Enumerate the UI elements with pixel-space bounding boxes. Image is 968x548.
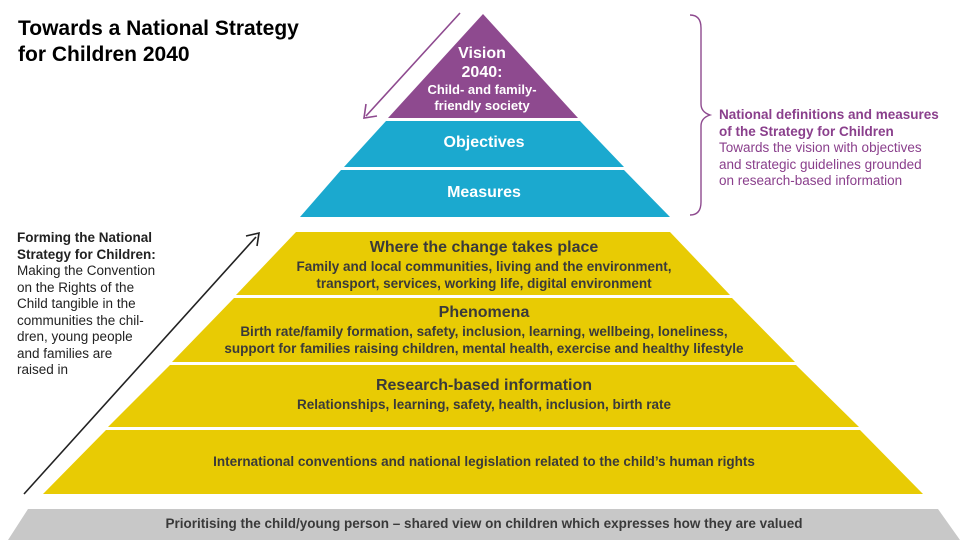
layer-vision <box>388 14 578 118</box>
right-note: National definitions and measures of the… <box>719 107 964 190</box>
conventions-line-1: International conventions and national l… <box>213 454 755 469</box>
measures-label: Measures <box>447 184 521 201</box>
left-note-line: and families are <box>17 345 113 361</box>
title-line-1: Towards a National Strategy <box>18 17 299 40</box>
left-note-line: dren, young people <box>17 329 133 344</box>
conventions-layer-text: International conventions and national l… <box>0 453 968 470</box>
layer-conventions <box>43 430 923 494</box>
layer-change <box>236 232 730 295</box>
change-line-2: transport, services, working life, digit… <box>316 276 652 291</box>
left-arrow-head <box>245 231 260 247</box>
change-line-1: Family and local communities, living and… <box>296 259 672 274</box>
left-note-line: Making the Convention <box>17 263 156 278</box>
change-title: Where the change takes place <box>369 239 599 256</box>
objectives-label: Objectives <box>443 134 525 151</box>
layer-objectives <box>344 121 624 167</box>
research-line-1: Relationships, learning, safety, health,… <box>296 397 672 412</box>
right-note-line: Towards the vision with objectives <box>719 140 922 155</box>
left-note-line: raised in <box>17 362 69 377</box>
vision-label: Vision 2040: Child- and family- friendly… <box>388 44 576 114</box>
left-note-head-1: Forming the National <box>17 230 152 245</box>
vision-line-2: 2040: <box>461 64 503 81</box>
left-arrow-line <box>23 236 257 495</box>
base-band <box>8 509 960 540</box>
left-note-line: communities the chil- <box>17 312 144 328</box>
left-note-line: on the Rights of the <box>17 279 135 295</box>
left-note: Forming the National Strategy for Childr… <box>17 230 182 379</box>
right-note-line: on research-based information <box>719 173 903 188</box>
phenomena-line-2: support for families raising children, m… <box>224 341 744 356</box>
right-brace <box>689 14 713 216</box>
left-note-head-2: Strategy for Children: <box>17 246 156 262</box>
right-note-head-1: National definitions and measures <box>719 107 939 122</box>
research-title: Research-based information <box>375 377 593 394</box>
left-note-line: Child tangible in the <box>17 296 136 311</box>
phenomena-layer-text: Phenomena Birth rate/family formation, s… <box>0 303 968 357</box>
layer-phenomena <box>172 298 795 362</box>
vision-line-4: friendly society <box>434 98 530 113</box>
top-arrow-line <box>365 12 461 117</box>
phenomena-line-1: Birth rate/family formation, safety, inc… <box>240 324 728 339</box>
vision-line-1: Vision <box>458 45 506 62</box>
right-note-line: and strategic guidelines grounded <box>719 156 922 172</box>
base-label: Prioritising the child/young person – sh… <box>165 516 803 531</box>
layer-research <box>108 365 859 427</box>
layer-measures <box>300 170 670 217</box>
right-note-head-2: of the Strategy for Children <box>719 123 894 139</box>
vision-line-3: Child- and family- <box>427 82 537 97</box>
phenomena-title: Phenomena <box>438 304 530 321</box>
title-line-2: for Children 2040 <box>18 43 190 66</box>
change-layer-text: Where the change takes place Family and … <box>0 238 968 292</box>
top-arrow-head <box>363 103 378 119</box>
page-title: Towards a National Strategy for Children… <box>18 16 299 68</box>
research-layer-text: Research-based information Relationships… <box>0 376 968 413</box>
